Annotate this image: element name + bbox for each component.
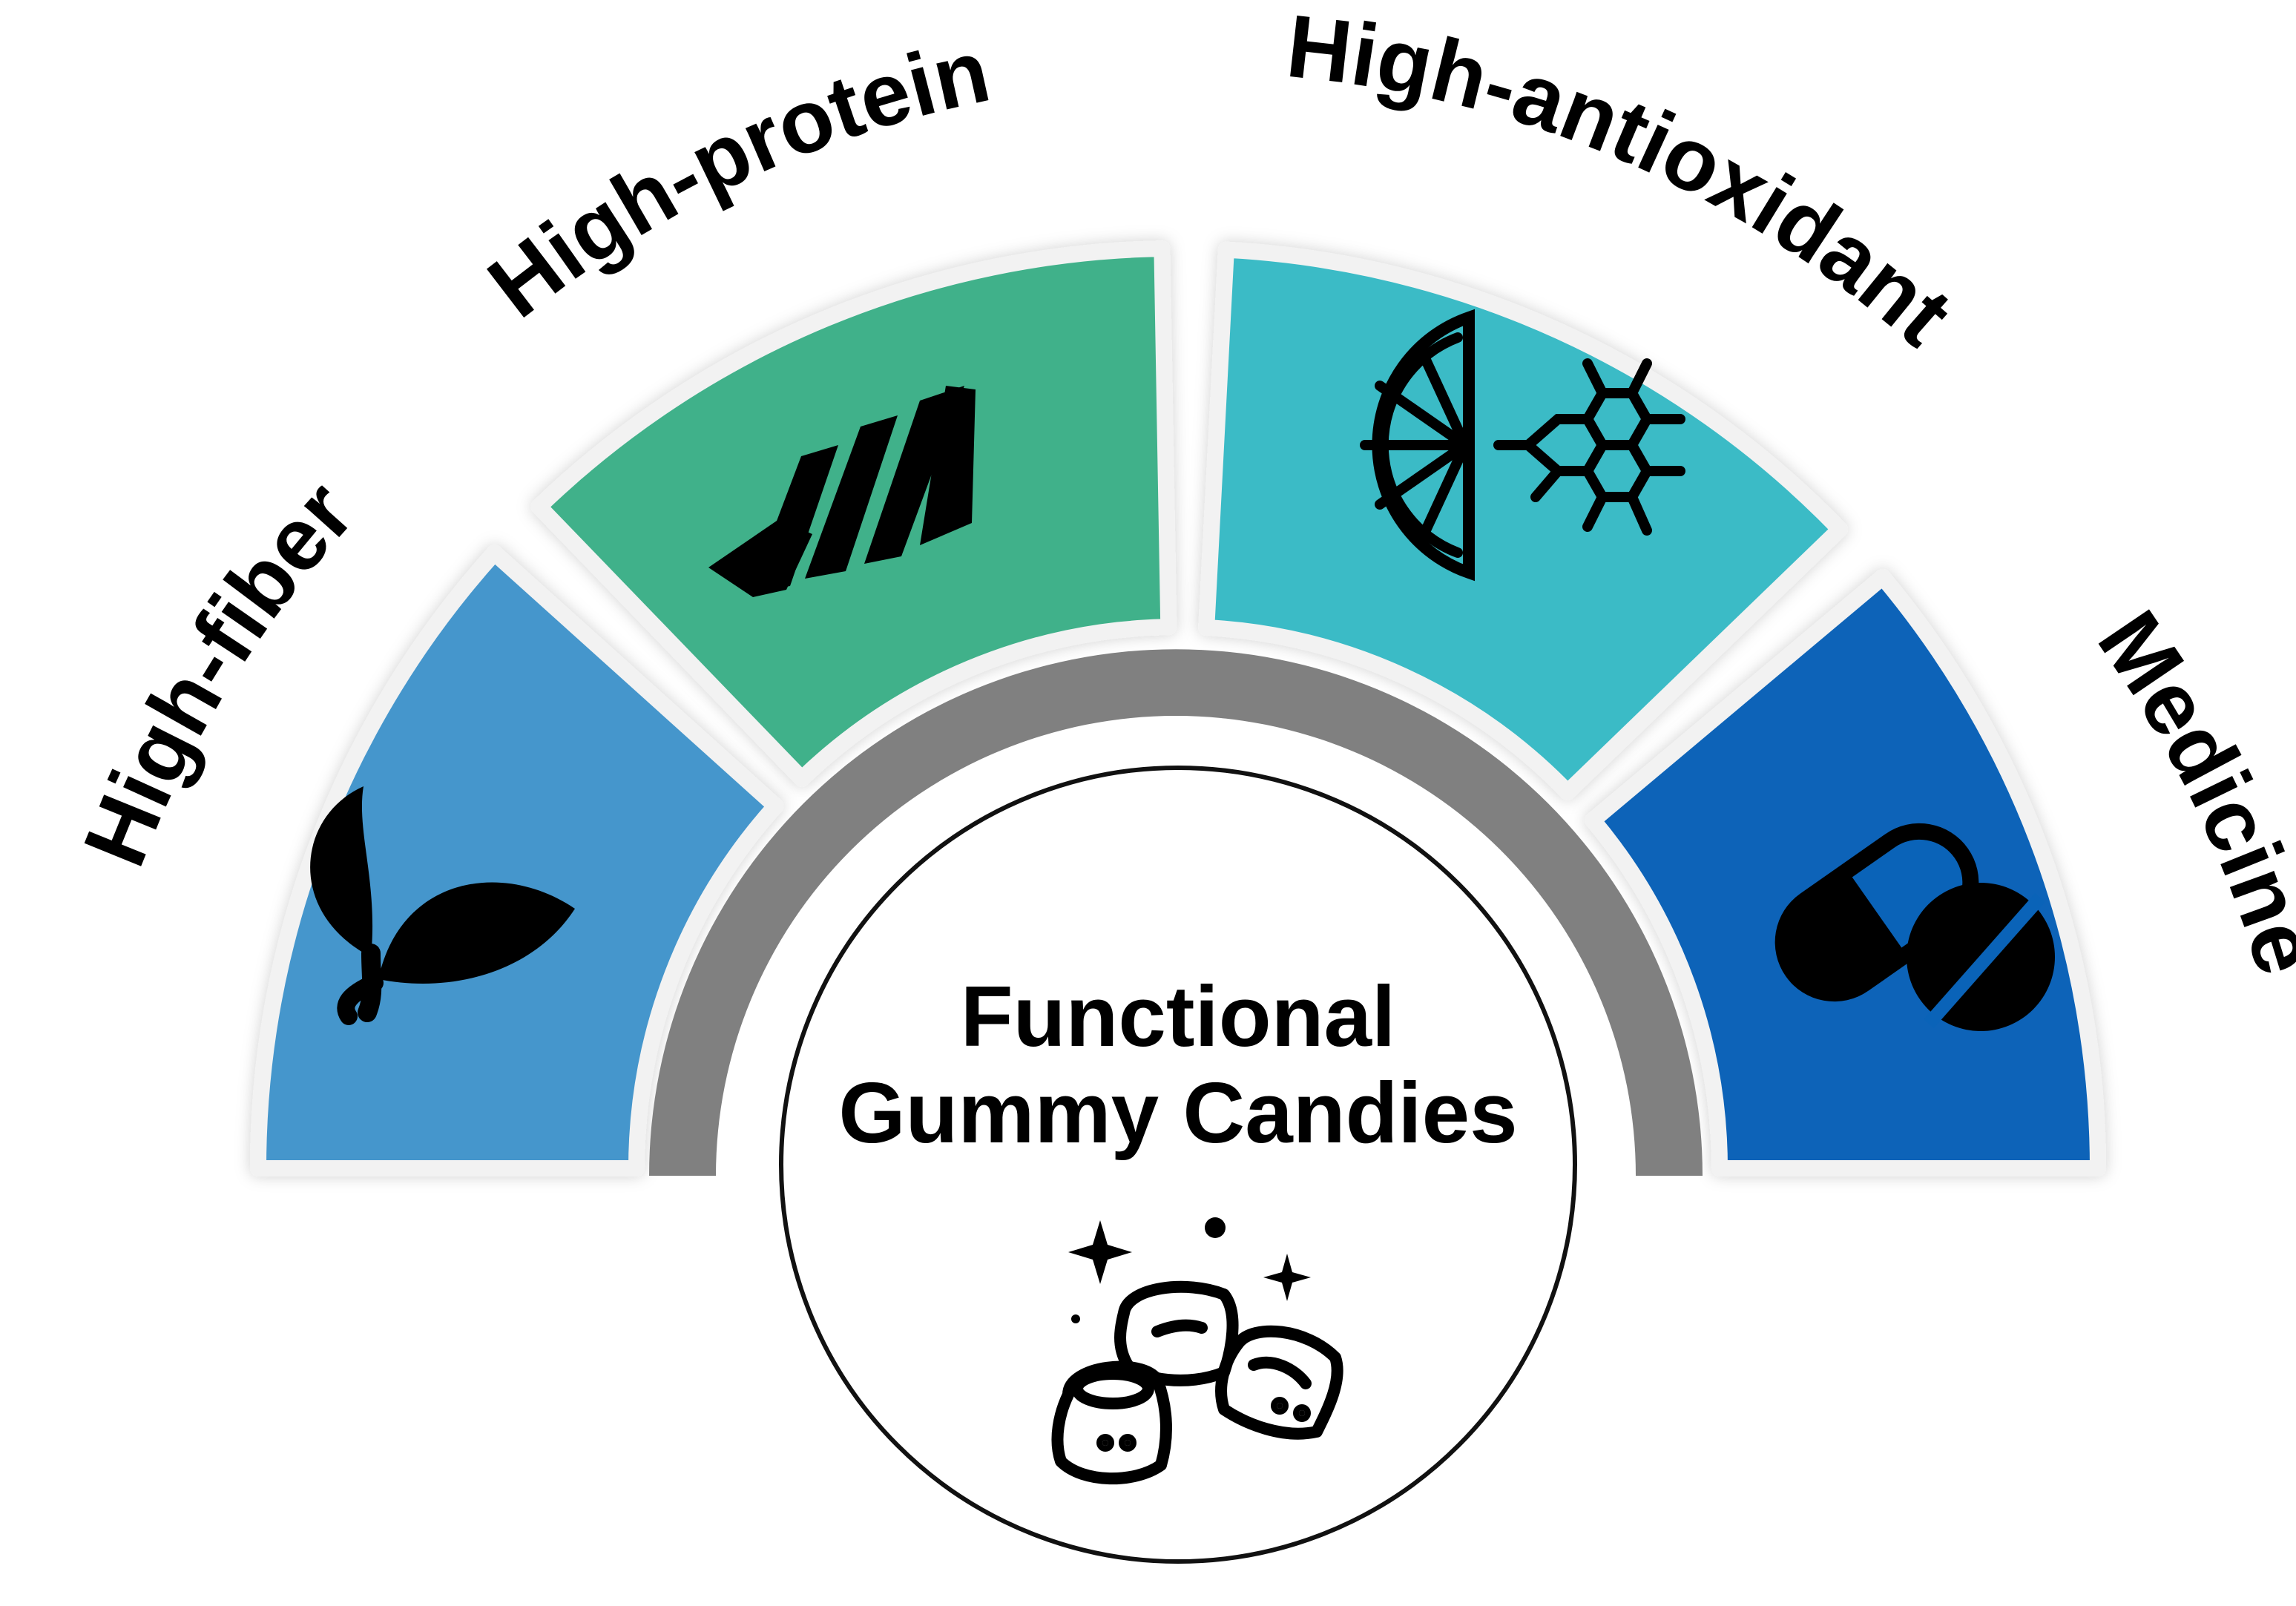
- label-medicine-text: Medicine: [2079, 593, 2296, 985]
- center-title-line2: Gummy Candies: [838, 1064, 1517, 1161]
- citrus-molecule-icon: [1360, 309, 1685, 582]
- center-circle: [779, 766, 1577, 1564]
- protein-helix-icon: [708, 386, 976, 597]
- segment-high-antioxidant: [1198, 241, 1848, 800]
- label-medicine: Medicine: [2079, 593, 2296, 985]
- center-title-line1: Functional: [961, 968, 1395, 1064]
- inner-gray-ring: [649, 649, 1703, 1176]
- capsule-pill-icon: [1774, 823, 2055, 1031]
- gummy-candies-icon: [1051, 1217, 1343, 1485]
- leaf-sprout-icon: [310, 786, 575, 1025]
- segment-high-fiber: [250, 544, 784, 1176]
